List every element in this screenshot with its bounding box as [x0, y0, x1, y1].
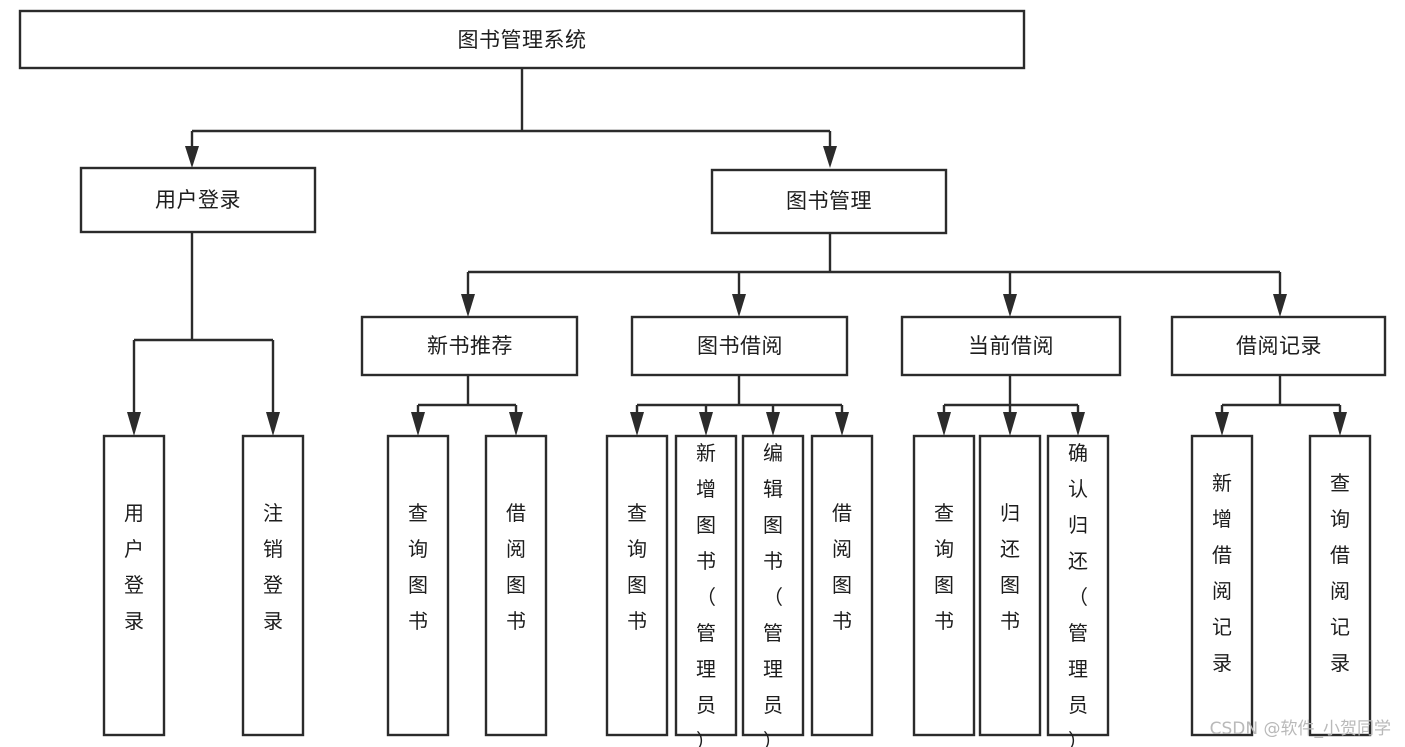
arrow-head-user-login [185, 146, 199, 168]
node-book-borrow-label: 图书借阅 [697, 334, 783, 358]
arrow-head-leaf-user-login [127, 412, 141, 436]
node-leaf-borrow-book-2-rect[interactable] [810, 434, 874, 737]
node-leaf-confirm-return[interactable]: 确认归还（管理员） [1046, 434, 1110, 747]
node-leaf-return-book-label: 归还图书 [1000, 501, 1020, 633]
node-current-borrow-rect[interactable] [900, 315, 1122, 377]
node-current-borrow[interactable]: 当前借阅 [900, 315, 1122, 377]
arrow-head-leaf-query-record [1333, 412, 1347, 436]
node-leaf-return-book-rect[interactable] [978, 434, 1042, 737]
node-new-book-recommend-rect[interactable] [360, 315, 579, 377]
arrow-head-leaf-add-book [699, 412, 713, 436]
arrow-head-new-book-recommend [461, 294, 475, 317]
arrow-head-book-manage [823, 146, 837, 168]
arrow-head-leaf-confirm-return [1071, 412, 1085, 436]
node-leaf-add-book-rect[interactable] [674, 434, 738, 737]
node-leaf-borrow-book-1[interactable]: 借阅图书 [484, 434, 548, 737]
node-leaf-query-book-1-rect[interactable] [386, 434, 450, 737]
arrow-head-leaf-query-book-1 [411, 412, 425, 436]
node-borrow-record-rect[interactable] [1170, 315, 1387, 377]
connector-group-borrow-record [1215, 375, 1347, 436]
node-current-borrow-label: 当前借阅 [968, 334, 1054, 358]
connector-group-root [185, 68, 837, 168]
arrow-head-current-borrow [1003, 294, 1017, 317]
node-leaf-query-book-2-label: 查询图书 [627, 501, 647, 633]
arrow-head-borrow-record [1273, 294, 1287, 317]
node-leaf-query-record-label: 查询借阅记录 [1330, 471, 1350, 675]
node-leaf-add-book-label: 新增图书（管理员） [696, 441, 716, 747]
connector-group-book-borrow [630, 375, 849, 436]
node-book-borrow[interactable]: 图书借阅 [630, 315, 849, 377]
node-user-login[interactable]: 用户登录 [79, 166, 317, 234]
node-book-manage[interactable]: 图书管理 [710, 168, 948, 235]
node-leaf-query-book-1[interactable]: 查询图书 [386, 434, 450, 737]
node-leaf-edit-book[interactable]: 编辑图书（管理员） [741, 434, 805, 747]
node-borrow-record[interactable]: 借阅记录 [1170, 315, 1387, 377]
node-leaf-borrow-book-1-rect[interactable] [484, 434, 548, 737]
node-leaf-add-book[interactable]: 新增图书（管理员） [674, 434, 738, 747]
node-leaf-edit-book-label: 编辑图书（管理员） [763, 441, 783, 747]
arrow-head-leaf-borrow-book-2 [835, 412, 849, 436]
node-leaf-query-book-3-rect[interactable] [912, 434, 976, 737]
node-leaf-user-login[interactable]: 用户登录 [102, 434, 166, 737]
node-leaf-user-logout-label: 注销登录 [263, 501, 283, 633]
node-borrow-record-label: 借阅记录 [1236, 334, 1322, 358]
node-leaf-query-book-2[interactable]: 查询图书 [605, 434, 669, 737]
node-leaf-query-book-3[interactable]: 查询图书 [912, 434, 976, 737]
node-leaf-query-book-3-label: 查询图书 [934, 501, 954, 633]
node-leaf-confirm-return-label: 确认归还（管理员） [1068, 441, 1088, 747]
node-leaf-add-record-label: 新增借阅记录 [1212, 471, 1232, 675]
node-leaf-confirm-return-rect[interactable] [1046, 434, 1110, 737]
arrow-head-leaf-user-logout [266, 412, 280, 436]
arrow-head-book-borrow [732, 294, 746, 317]
node-root[interactable]: 图书管理系统 [18, 9, 1026, 70]
node-leaf-add-record-rect[interactable] [1190, 434, 1254, 737]
node-leaf-query-book-1-label: 查询图书 [408, 501, 428, 633]
node-root-label: 图书管理系统 [458, 28, 587, 52]
node-new-book-recommend[interactable]: 新书推荐 [360, 315, 579, 377]
node-book-manage-label: 图书管理 [786, 189, 872, 213]
connector-group-new-book-recommend [411, 375, 523, 436]
node-leaf-borrow-book-1-label: 借阅图书 [506, 501, 526, 633]
node-leaf-user-login-rect[interactable] [102, 434, 166, 737]
arrow-head-leaf-return-book [1003, 412, 1017, 436]
node-leaf-user-logout-rect[interactable] [241, 434, 305, 737]
node-leaf-borrow-book-2-label: 借阅图书 [832, 501, 852, 633]
connector-group-user-login [127, 232, 280, 436]
node-new-book-recommend-label: 新书推荐 [427, 334, 513, 358]
node-leaf-borrow-book-2[interactable]: 借阅图书 [810, 434, 874, 737]
arrow-head-leaf-edit-book [766, 412, 780, 436]
node-leaf-query-book-2-rect[interactable] [605, 434, 669, 737]
node-root-rect[interactable] [18, 9, 1026, 70]
arrow-head-leaf-borrow-book-1 [509, 412, 523, 436]
node-leaf-user-logout[interactable]: 注销登录 [241, 434, 305, 737]
connector-group-book-manage [461, 233, 1287, 317]
node-leaf-query-record[interactable]: 查询借阅记录 [1308, 434, 1372, 737]
connector-group-current-borrow [937, 375, 1085, 436]
arrow-head-leaf-query-book-3 [937, 412, 951, 436]
node-user-login-label: 用户登录 [155, 188, 241, 212]
node-leaf-edit-book-rect[interactable] [741, 434, 805, 737]
node-leaf-add-record[interactable]: 新增借阅记录 [1190, 434, 1254, 737]
node-book-manage-rect[interactable] [710, 168, 948, 235]
arrow-head-leaf-add-record [1215, 412, 1229, 436]
node-book-borrow-rect[interactable] [630, 315, 849, 377]
node-leaf-query-record-rect[interactable] [1308, 434, 1372, 737]
node-leaf-user-login-label: 用户登录 [124, 501, 144, 633]
node-user-login-rect[interactable] [79, 166, 317, 234]
arrow-head-leaf-query-book-2 [630, 412, 644, 436]
csdn-watermark: CSDN @软件_小贺同学 [1209, 719, 1391, 739]
node-leaf-return-book[interactable]: 归还图书 [978, 434, 1042, 737]
